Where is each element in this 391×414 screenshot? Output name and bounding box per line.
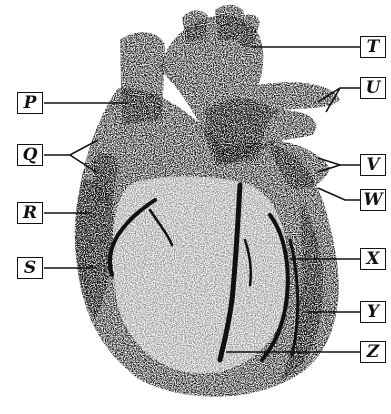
label-r: R xyxy=(17,202,43,224)
label-z: Z xyxy=(360,341,386,363)
label-u: U xyxy=(360,77,386,99)
ventricle-face xyxy=(113,176,289,373)
label-t: T xyxy=(360,36,386,58)
label-x: X xyxy=(360,248,386,270)
label-p: P xyxy=(17,92,43,114)
label-q: Q xyxy=(17,144,43,166)
label-y: Y xyxy=(360,301,386,323)
label-w: W xyxy=(360,189,386,211)
leader-w xyxy=(318,188,360,200)
label-s: S xyxy=(17,257,43,279)
superior-vena-cava xyxy=(120,32,165,125)
label-v: V xyxy=(360,154,386,176)
